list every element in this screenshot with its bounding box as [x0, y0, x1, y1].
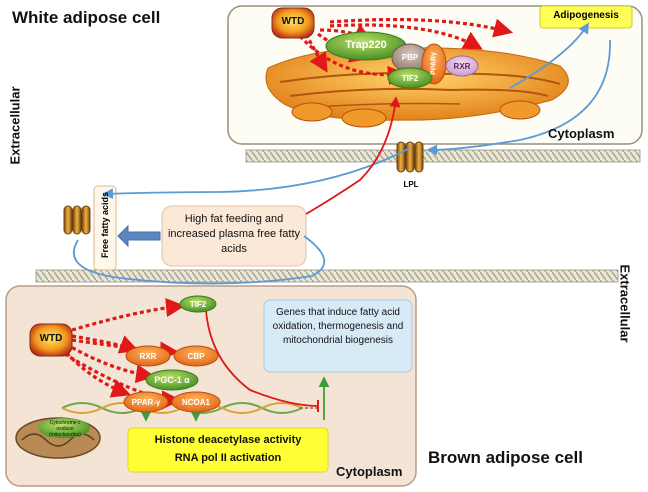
free-fatty-acids-label: Free fatty acids	[100, 191, 110, 259]
histone-line1: Histone deacetylase activity	[154, 434, 302, 446]
cytoplasm-top-label: Cytoplasm	[548, 126, 615, 141]
adipogenesis-label: Adipogenesis	[553, 10, 619, 21]
mitochondrion-label: Cytochrome c oxidase (mitochondria)	[49, 420, 81, 438]
histone-line2: RNA pol II activation	[174, 452, 282, 464]
tif2-top-shape	[387, 67, 433, 89]
white-cell-title: White adipose cell	[12, 8, 161, 27]
brown-cell-title: Brown adipose cell	[428, 448, 583, 467]
ppar-top-label: PPARγ	[430, 52, 438, 75]
wide-blue-arrow	[117, 224, 161, 248]
extracellular-left-label: Extracellular	[7, 86, 23, 165]
tif2-bottom-shape	[179, 295, 217, 313]
ffa-channel	[63, 205, 91, 235]
mitochondrion	[15, 417, 101, 459]
blue-arrows	[73, 22, 611, 285]
ppar-bottom-label: PPAR-γ	[131, 398, 161, 407]
cbp-shape	[173, 345, 219, 367]
lpl-channel	[396, 141, 424, 173]
histone-box-bg	[127, 427, 329, 473]
genes-box-bg	[263, 299, 413, 373]
ncoa1-shape	[171, 391, 221, 413]
ncoa1-label: NCOA1	[181, 398, 210, 407]
ppar-bottom-shape	[123, 391, 169, 413]
genes-text: Genes that induce fatty acid oxidation, …	[272, 307, 404, 346]
rxr-top-label: RXR	[453, 62, 471, 71]
top-membrane	[245, 149, 641, 163]
lpl-label: LPL	[403, 180, 419, 189]
rxr-top-shape	[445, 55, 479, 77]
wtd-top-bg	[271, 7, 315, 39]
cbp-label: CBP	[187, 352, 205, 361]
tif2-bottom-label: TIF2	[189, 300, 207, 309]
wtd-top-label: WTD	[281, 16, 305, 27]
pgc-label: PGC-1 α	[154, 375, 190, 385]
wtd-bottom-label: WTD	[39, 333, 63, 344]
pbp-label: PBP	[401, 53, 419, 62]
pgc-shape	[145, 369, 199, 391]
ffa-box	[93, 185, 117, 271]
wtd-bottom-bg	[29, 323, 73, 357]
high-fat-box-bg	[161, 205, 307, 267]
red-arrows	[205, 96, 401, 412]
bottom-membrane	[35, 269, 619, 283]
extracellular-right-label: Extracellular	[617, 264, 633, 343]
trap220-label: Trap220	[345, 39, 387, 51]
rxr-bottom-label: RXR	[139, 352, 157, 361]
rxr-bottom-shape	[125, 345, 171, 367]
tif2-top-label: TIF2	[401, 74, 419, 83]
cytoplasm-bottom-label: Cytoplasm	[336, 464, 403, 479]
high-fat-text: High fat feeding and increased plasma fr…	[167, 213, 301, 255]
